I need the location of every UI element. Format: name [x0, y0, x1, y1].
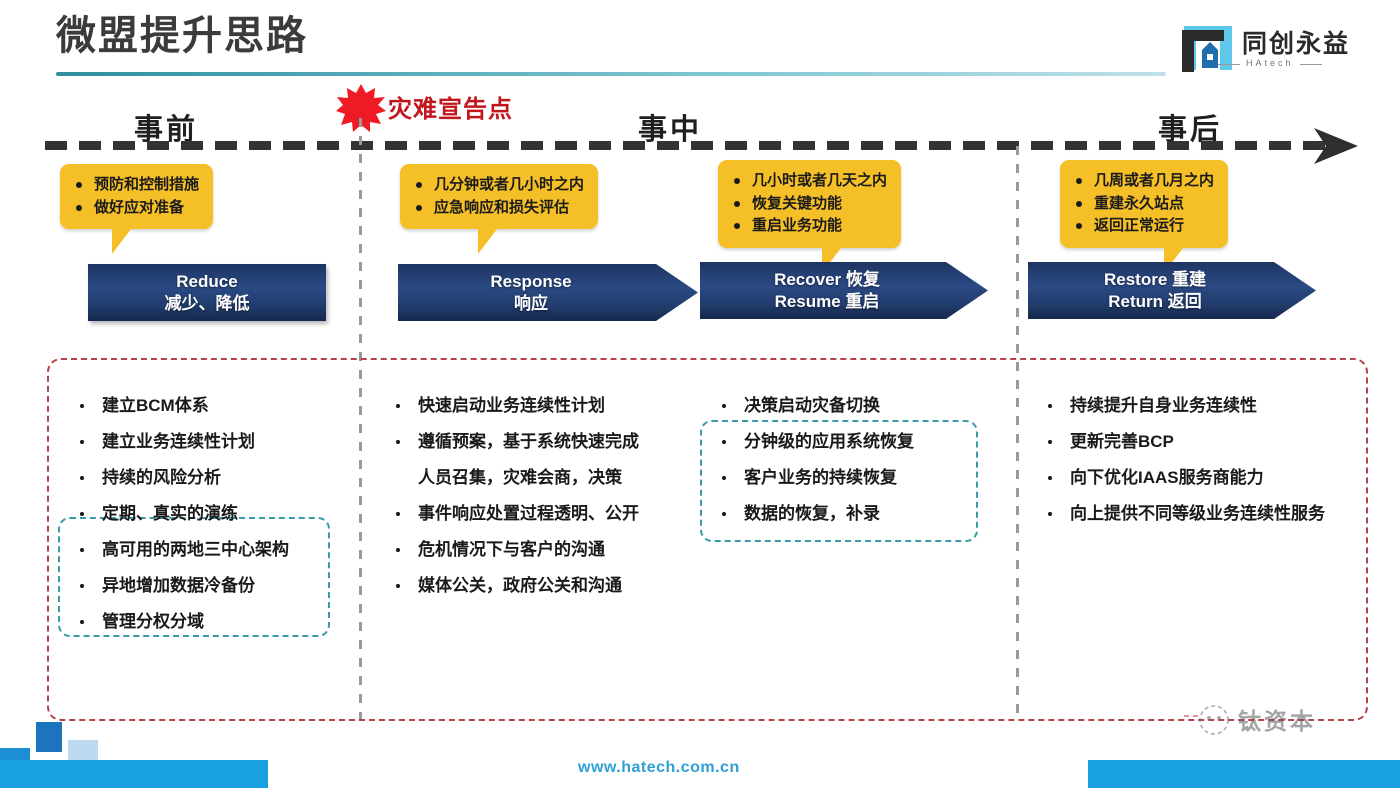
divider-during-after: [1016, 146, 1019, 721]
watermark: 钛资本: [1178, 700, 1378, 740]
bullet-list: 快速启动业务连续性计划 遵循预案，基于系统快速完成 人员召集，灾难会商，决策 事…: [388, 388, 688, 604]
bullet-list: 持续提升自身业务连续性 更新完善BCP 向下优化IAAS服务商能力 向上提供不同…: [1040, 388, 1380, 532]
callout-box: 几周或者几月之内 重建永久站点 返回正常运行: [1060, 160, 1229, 248]
footer-band-right: [1088, 760, 1400, 788]
stage-recover[interactable]: Recover 恢复 Resume 重启: [700, 262, 988, 319]
watermark-text: 钛资本: [1238, 708, 1316, 734]
list-item: 定期、真实的演练: [72, 496, 362, 532]
disaster-burst-icon: [336, 84, 386, 132]
list-item: 向上提供不同等级业务连续性服务: [1040, 496, 1380, 532]
callout-list: 预防和控制措施 做好应对准备: [72, 174, 199, 219]
callout-list: 几周或者几月之内 重建永久站点 返回正常运行: [1072, 170, 1214, 238]
stage-line-2: Return 返回: [1108, 291, 1202, 311]
callout-box: 预防和控制措施 做好应对准备: [60, 164, 214, 229]
deco-square-dark: [36, 722, 62, 752]
callout-list: 几小时或者几天之内 恢复关键功能 重启业务功能: [730, 170, 887, 238]
callout-recover: 几小时或者几天之内 恢复关键功能 重启业务功能: [718, 160, 902, 273]
list-item: 高可用的两地三中心架构: [72, 532, 362, 568]
timeline-arrow-icon: [1314, 128, 1358, 164]
callout-item: 返回正常运行: [1072, 215, 1214, 238]
callout-item: 应急响应和损失评估: [412, 197, 584, 220]
company-logo: 同创永益 HAtech: [1180, 18, 1360, 80]
callout-item: 做好应对准备: [72, 197, 199, 220]
list-item: 持续提升自身业务连续性: [1040, 388, 1380, 424]
logo-subtitle: HAtech: [1218, 58, 1321, 68]
callout-tail: [478, 229, 516, 254]
timeline-axis: [45, 141, 1328, 150]
list-item: 建立BCM体系: [72, 388, 362, 424]
watermark-face-icon: [1184, 705, 1229, 735]
list-item: 媒体公关，政府公关和沟通: [388, 568, 688, 604]
callout-restore: 几周或者几月之内 重建永久站点 返回正常运行: [1060, 160, 1229, 273]
stage-line-2: Resume 重启: [774, 291, 880, 311]
stage-shape: [398, 264, 698, 321]
list-item: 管理分权分域: [72, 604, 362, 640]
list-item: 危机情况下与客户的沟通: [388, 532, 688, 568]
callout-box: 几小时或者几天之内 恢复关键功能 重启业务功能: [718, 160, 902, 248]
list-item: 建立业务连续性计划: [72, 424, 362, 460]
stage-text: Restore 重建 Return 返回: [1028, 262, 1316, 319]
callout-item: 重建永久站点: [1072, 193, 1214, 216]
stage-line-1: Reduce: [176, 271, 238, 291]
disaster-declaration-label: 灾难宣告点: [388, 96, 513, 123]
stage-line-2: 减少、降低: [164, 293, 250, 313]
phase-label-after: 事后: [1158, 114, 1223, 146]
stage-text: Response 响应: [398, 264, 698, 321]
content-frame: [47, 358, 1368, 721]
stage-shape: [700, 262, 988, 319]
phase-label-before: 事前: [134, 114, 199, 146]
callout-item: 几小时或者几天之内: [730, 170, 887, 193]
bullet-list: 决策启动灾备切换 分钟级的应用系统恢复 客户业务的持续恢复 数据的恢复，补录: [714, 388, 1014, 532]
stage-restore[interactable]: Restore 重建 Return 返回: [1028, 262, 1316, 319]
callout-item: 重启业务功能: [730, 215, 887, 238]
stage-line-1: Restore 重建: [1103, 269, 1207, 289]
divider-before-during: [359, 118, 362, 721]
bullet-column-before: 建立BCM体系 建立业务连续性计划 持续的风险分析 定期、真实的演练 高可用的两…: [72, 388, 362, 640]
list-item: 异地增加数据冷备份: [72, 568, 362, 604]
list-item: 向下优化IAAS服务商能力: [1040, 460, 1380, 496]
bullet-list: 建立BCM体系 建立业务连续性计划 持续的风险分析 定期、真实的演练 高可用的两…: [72, 388, 362, 640]
list-item: 客户业务的持续恢复: [714, 460, 1014, 496]
list-item: 决策启动灾备切换: [714, 388, 1014, 424]
callout-item: 恢复关键功能: [730, 193, 887, 216]
stage-shape: [88, 264, 326, 321]
list-item: 更新完善BCP: [1040, 424, 1380, 460]
website-url: www.hatech.com.cn: [578, 759, 740, 776]
callout-list: 几分钟或者几小时之内 应急响应和损失评估: [412, 174, 584, 219]
footer-band-left: [0, 760, 268, 788]
list-item: 持续的风险分析: [72, 460, 362, 496]
list-item-continuation: 人员召集，灾难会商，决策: [418, 468, 622, 487]
list-item: 分钟级的应用系统恢复: [714, 424, 1014, 460]
footer-bar: [0, 760, 1400, 788]
list-item: 数据的恢复，补录: [714, 496, 1014, 532]
bullet-column-after: 持续提升自身业务连续性 更新完善BCP 向下优化IAAS服务商能力 向上提供不同…: [1040, 388, 1380, 532]
hatech-logo-icon: [1182, 26, 1232, 72]
list-item: 遵循预案，基于系统快速完成: [388, 424, 688, 460]
callout-box: 几分钟或者几小时之内 应急响应和损失评估: [400, 164, 599, 229]
callout-tail: [112, 229, 150, 254]
bullet-column-during: 快速启动业务连续性计划 遵循预案，基于系统快速完成 人员召集，灾难会商，决策 事…: [388, 388, 688, 604]
callout-reduce: 预防和控制措施 做好应对准备: [60, 164, 214, 254]
callout-response: 几分钟或者几小时之内 应急响应和损失评估: [400, 164, 599, 254]
stage-response[interactable]: Response 响应: [398, 264, 698, 321]
stage-line-1: Response: [490, 271, 572, 291]
page-title: 微盟提升思路: [56, 14, 308, 58]
logo-name: 同创永益: [1242, 30, 1351, 58]
bullet-column-recover: 决策启动灾备切换 分钟级的应用系统恢复 客户业务的持续恢复 数据的恢复，补录: [714, 388, 1014, 532]
list-item: 事件响应处置过程透明、公开: [388, 496, 688, 532]
list-item: 快速启动业务连续性计划: [388, 388, 688, 424]
stage-text: Recover 恢复 Resume 重启: [700, 262, 988, 319]
title-underline: [56, 72, 1166, 76]
callout-item: 几分钟或者几小时之内: [412, 174, 584, 197]
stage-reduce[interactable]: Reduce 减少、降低: [88, 264, 326, 321]
phase-label-during: 事中: [638, 114, 703, 146]
callout-item: 预防和控制措施: [72, 174, 199, 197]
stage-line-2: 响应: [514, 293, 548, 313]
stage-line-1: Recover 恢复: [774, 269, 880, 289]
callout-item: 几周或者几月之内: [1072, 170, 1214, 193]
stage-shape: [1028, 262, 1316, 319]
stage-text: Reduce 减少、降低: [88, 264, 326, 321]
